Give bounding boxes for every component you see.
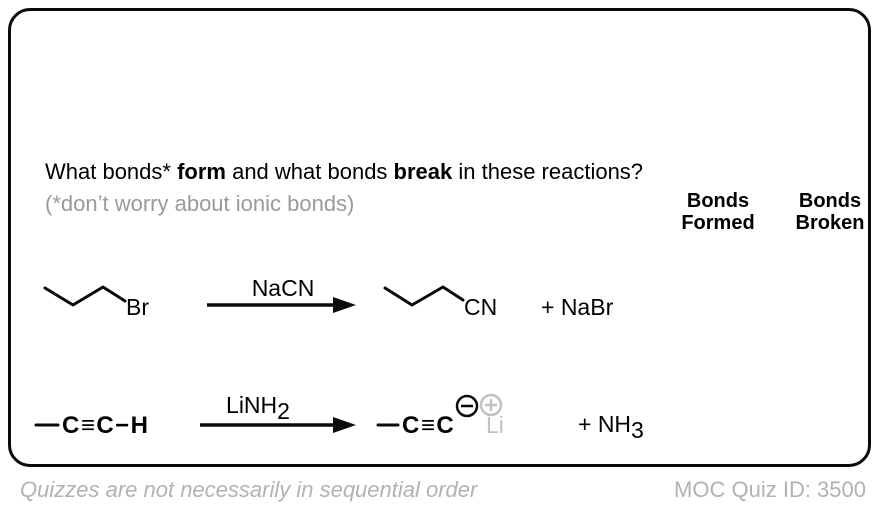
reagent-linh2-label: LiNH2 xyxy=(226,392,290,424)
nh3-byproduct-label: + NH3 xyxy=(578,411,644,443)
alkyne-formula: C≡C−H xyxy=(62,412,150,439)
reaction-2-arrow-head xyxy=(333,417,356,433)
reaction-2-scheme: C≡C−H LiNH2 C≡C Li + NH3 xyxy=(34,392,644,443)
question-bold-form: form xyxy=(177,159,226,184)
minus-charge-icon xyxy=(455,394,479,418)
reagent-nacn-label: NaCN xyxy=(252,275,315,301)
bonds-broken-line2: Broken xyxy=(795,212,865,234)
plus-charge-icon xyxy=(479,393,503,417)
question-bold-break: break xyxy=(393,159,453,184)
question-note: (*don’t worry about ionic bonds) xyxy=(45,191,355,216)
bonds-formed-line1: Bonds xyxy=(686,190,750,212)
column-header-bonds-broken: Bonds Broken xyxy=(775,190,885,234)
nitrile-label: CN xyxy=(464,294,497,320)
question-part-3: in these reactions? xyxy=(452,159,644,184)
question-text: What bonds* form and what bonds break in… xyxy=(45,159,643,185)
bonds-broken-line1: Bonds xyxy=(798,190,862,212)
linh2-main: LiNH xyxy=(226,392,277,418)
reaction-1-scheme: Br NaCN CN + NaBr xyxy=(43,275,614,320)
nitrile-product-skeleton xyxy=(383,285,465,307)
bromine-label: Br xyxy=(126,294,149,320)
footer-quiz-id: MOC Quiz ID: 3500 xyxy=(674,477,866,502)
question-part-1: What bonds* xyxy=(45,159,178,184)
nh3-main: + NH xyxy=(578,411,631,437)
card-border xyxy=(8,8,871,467)
linh2-subscript: 2 xyxy=(277,398,290,424)
column-header-bonds-formed: Bonds Formed xyxy=(663,190,773,234)
bonds-formed-line2: Formed xyxy=(681,212,755,234)
nh3-subscript: 3 xyxy=(631,417,644,443)
lithium-counterion-label: Li xyxy=(486,412,504,438)
question-part-2: and what bonds xyxy=(225,159,394,184)
reaction-1-arrow-head xyxy=(333,297,356,313)
propyl-bromide-skeleton xyxy=(43,285,127,307)
acetylide-formula: C≡C xyxy=(402,412,455,439)
nabr-byproduct-label: + NaBr xyxy=(541,294,614,320)
footer-quiz-order-note: Quizzes are not necessarily in sequentia… xyxy=(20,477,478,502)
